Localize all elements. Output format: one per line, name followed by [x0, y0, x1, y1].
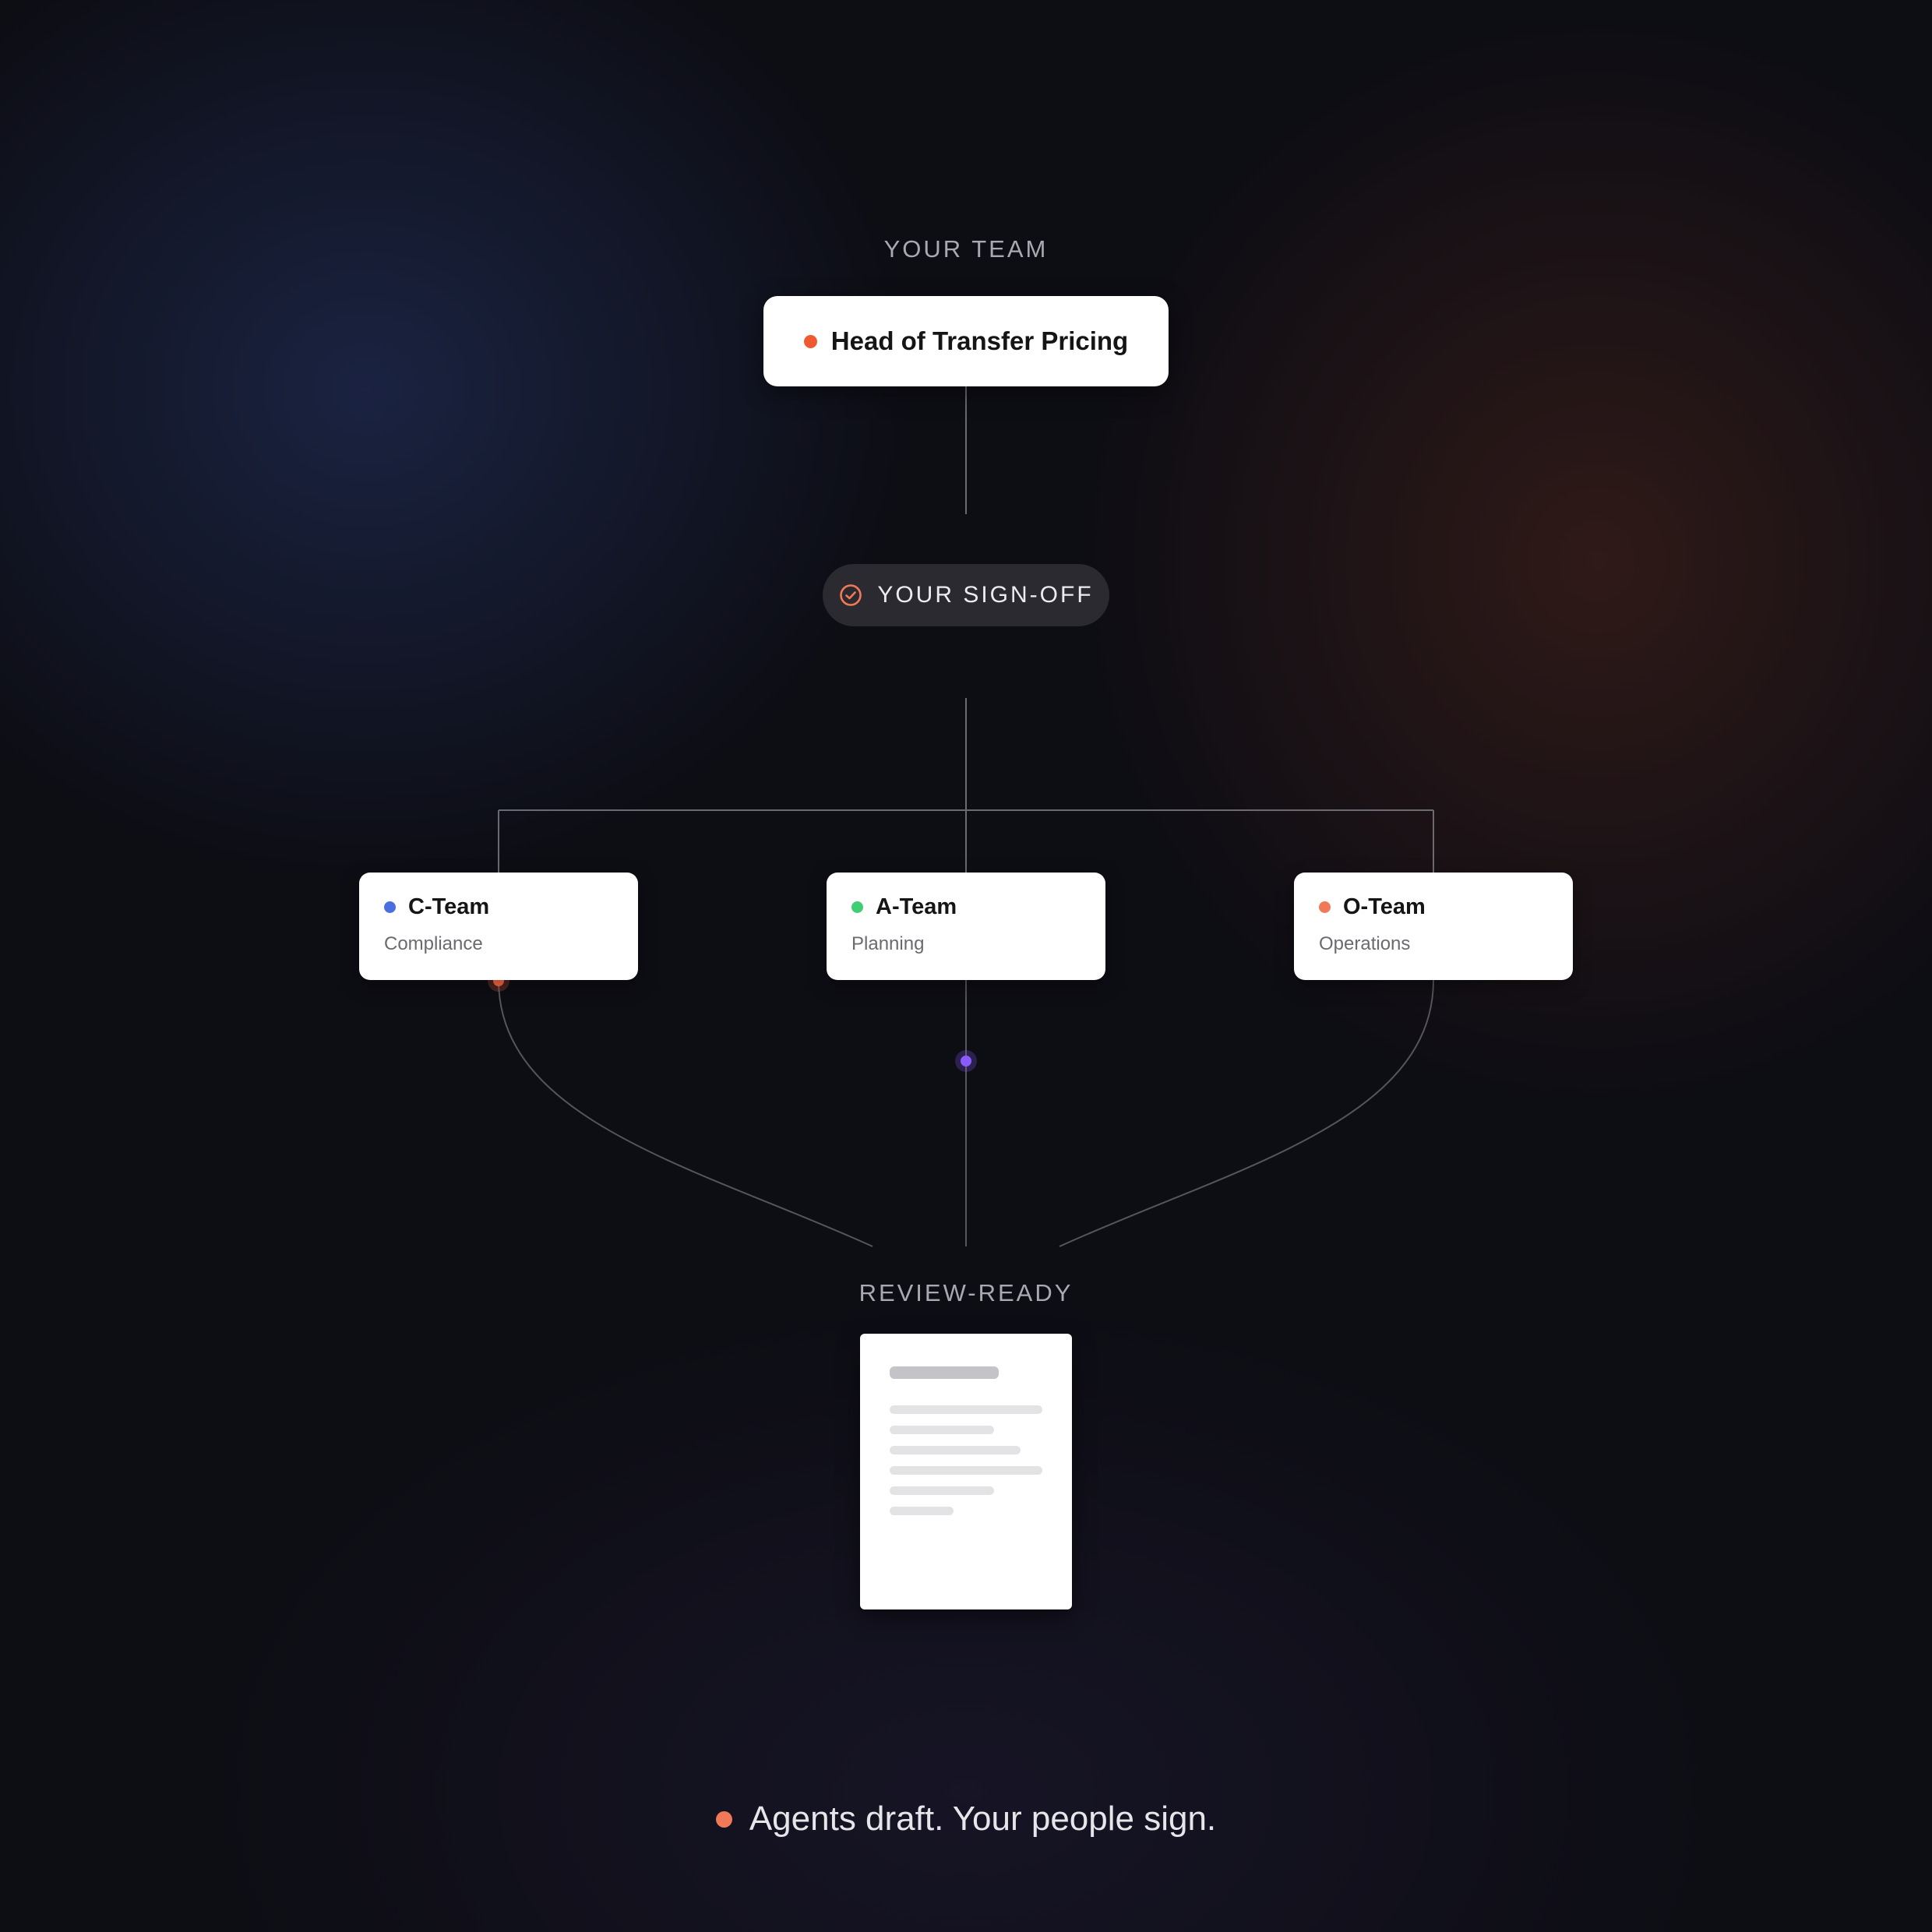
team-dot — [851, 901, 863, 913]
team-name: O-Team — [1343, 894, 1426, 919]
doc-line-placeholder — [890, 1446, 1021, 1454]
review-ready-document[interactable] — [860, 1334, 1072, 1609]
doc-line-placeholder — [890, 1466, 1042, 1475]
team-subtitle: Planning — [851, 933, 925, 954]
tagline-text: Agents draft. Your people sign. — [749, 1800, 1217, 1838]
o-team-to-doc-curve — [1059, 979, 1434, 1247]
head-card-title: Head of Transfer Pricing — [830, 326, 1129, 355]
team-dot — [384, 901, 396, 913]
review-ready-label: REVIEW-READY — [858, 1279, 1074, 1306]
purple-pulse-core — [961, 1056, 971, 1066]
doc-title-placeholder — [890, 1366, 999, 1379]
head-of-transfer-pricing-card[interactable]: Head of Transfer Pricing — [763, 296, 1169, 386]
check-circle-icon — [840, 584, 862, 606]
team-name: C-Team — [408, 894, 490, 919]
team-name: A-Team — [876, 894, 957, 919]
team-card-a[interactable]: A-Team Planning — [827, 873, 1105, 980]
doc-line-placeholder — [890, 1405, 1042, 1414]
team-card-o[interactable]: O-Team Operations — [1294, 873, 1573, 980]
tagline-dot — [715, 1810, 732, 1828]
status-dot — [803, 334, 817, 348]
team-dot — [1319, 901, 1331, 913]
tagline: Agents draft. Your people sign. — [0, 1800, 1932, 1839]
c-team-to-doc-curve — [498, 979, 873, 1247]
sign-off-pill[interactable]: YOUR SIGN-OFF — [823, 564, 1109, 626]
team-subtitle: Compliance — [384, 933, 483, 954]
doc-line-placeholder — [890, 1426, 994, 1434]
doc-line-placeholder — [890, 1507, 954, 1515]
doc-line-placeholder — [890, 1486, 994, 1495]
sign-off-label: YOUR SIGN-OFF — [877, 582, 1094, 608]
team-subtitle: Operations — [1319, 933, 1411, 954]
your-team-label: YOUR TEAM — [883, 235, 1049, 263]
team-card-c[interactable]: C-Team Compliance — [359, 873, 638, 980]
